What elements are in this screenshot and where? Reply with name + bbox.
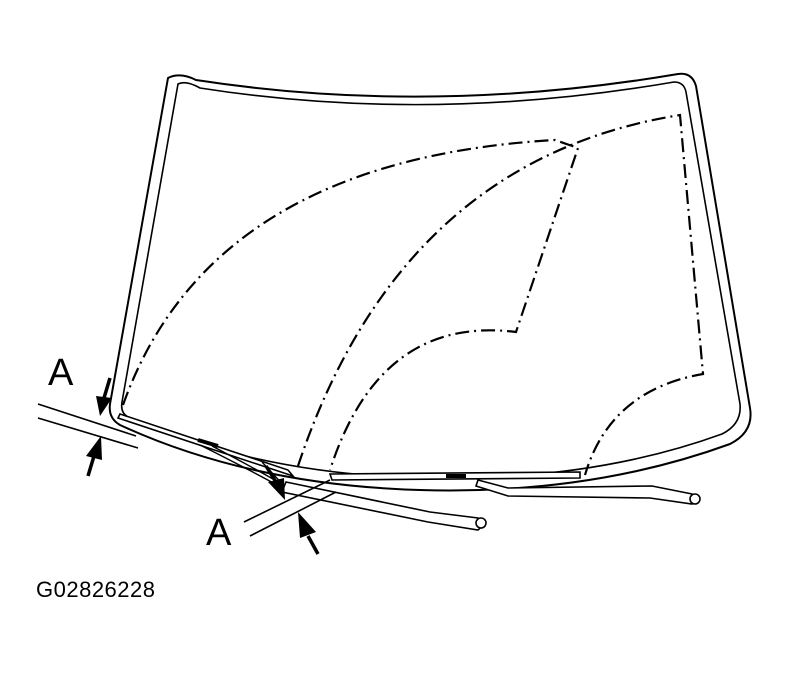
bottom-measurement-arrow-top: [264, 465, 285, 500]
windshield-inner-outline: [120, 81, 741, 480]
bottom-reference-line-upper: [243, 479, 331, 523]
figure-id: G02826228: [36, 577, 156, 602]
left-reference-line-upper: [37, 403, 137, 437]
windshield-outer-outline: [108, 72, 752, 492]
left-wiper-blade: [116, 413, 296, 478]
left-measurement-arrow-bottom: [86, 436, 102, 477]
bottom-reference-line-lower: [249, 491, 337, 537]
measurement-label-a-bottom: A: [206, 512, 232, 554]
measurement-label-a-left: A: [48, 352, 74, 394]
left-wiper-sweep-pattern: [121, 138, 580, 471]
left-reference-line-lower: [37, 417, 139, 449]
right-wiper-arm: [474, 479, 697, 505]
left-measurement-arrow-top: [96, 377, 112, 416]
right-wiper-pivot: [689, 493, 701, 505]
right-wiper-sweep-pattern: [296, 113, 705, 476]
bottom-measurement-arrow-bottom: [298, 512, 320, 555]
left-wiper-pivot: [475, 517, 487, 529]
left-wiper-blade-connector: [197, 438, 219, 448]
